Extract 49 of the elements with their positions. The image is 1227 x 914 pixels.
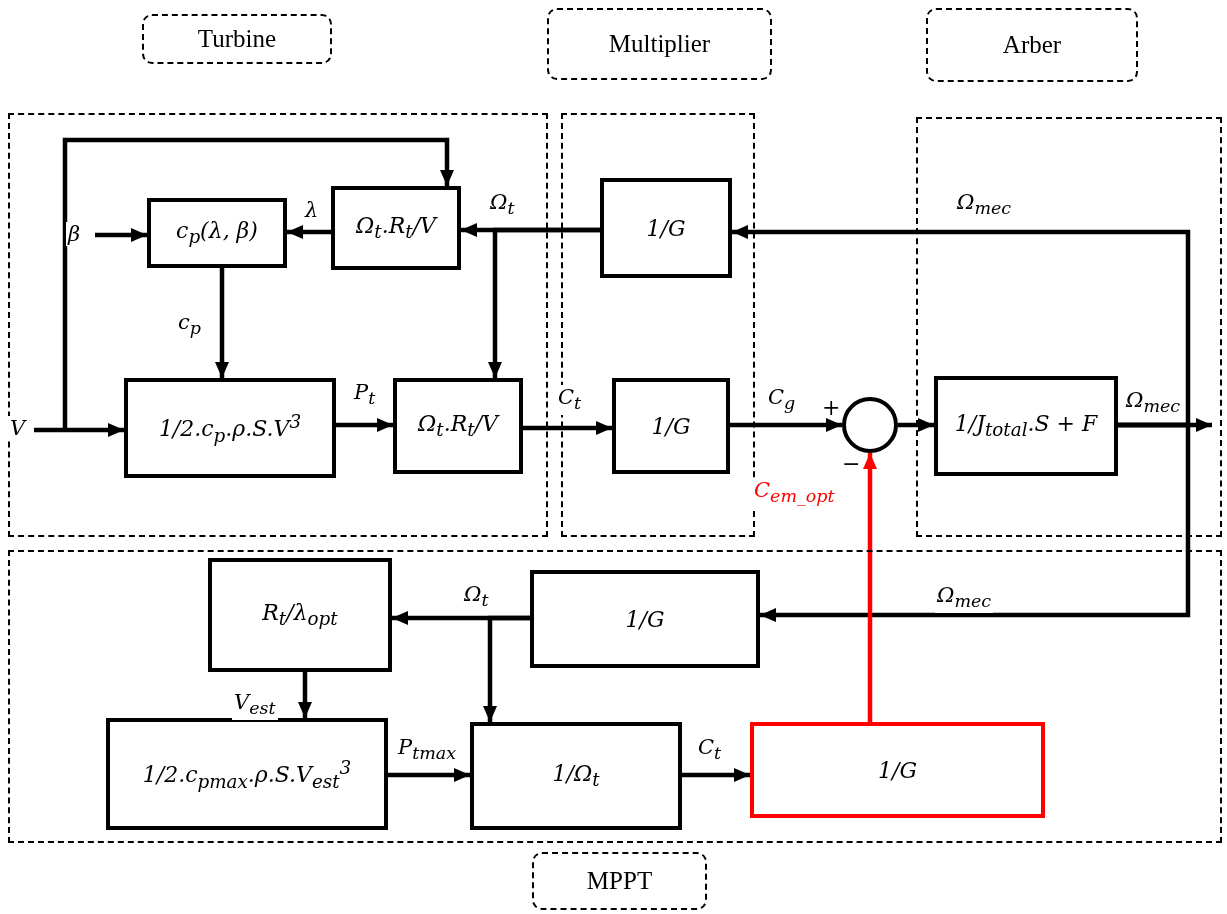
edge-label: C$_{t}$ [556, 385, 584, 416]
formula-text: R$_{t}$/λ$_{opt}$ [262, 600, 338, 630]
arrow [388, 768, 470, 782]
transfer-function-block [124, 378, 336, 478]
edge-label: V [8, 416, 28, 440]
transfer-function-block [934, 376, 1118, 476]
arrow [336, 418, 393, 432]
formula-text: 1/2.c$_{p}$.ρ.S.V$^{3}$ [158, 410, 302, 446]
sign-label: − [842, 452, 861, 476]
region-heading: Arber [926, 8, 1138, 82]
arrow [34, 423, 124, 437]
formula-text: 1/J$_{total}$.S + F [954, 411, 1098, 441]
transfer-function-block [393, 378, 523, 474]
transfer-function-block [147, 198, 287, 268]
transfer-function-block [208, 558, 392, 672]
arrow [483, 615, 530, 722]
arrow [730, 418, 842, 432]
arrow [298, 672, 312, 718]
formula-text: 1/G [878, 757, 917, 783]
arrow [682, 768, 750, 782]
region-heading: Multiplier [547, 8, 772, 80]
formula-text: 1/Ω$_{t}$ [552, 761, 600, 791]
arrow [95, 228, 147, 242]
arrow [215, 268, 229, 378]
edge-label: C$_{em_opt}$ [752, 478, 837, 509]
arrow [760, 422, 1191, 622]
formula-text: Ω$_{t}$.R$_{t}$/V [356, 213, 436, 243]
arrow [62, 137, 454, 430]
formula-text: 1/G [646, 215, 686, 241]
transfer-function-block [106, 718, 388, 830]
formula-text: 1/G [651, 413, 691, 439]
transfer-function-block [612, 378, 730, 474]
transfer-function-block [750, 722, 1045, 818]
transfer-function-block [470, 722, 682, 830]
formula-text: 1/G [625, 606, 665, 632]
arrow [287, 225, 331, 239]
arrow [488, 227, 600, 378]
arrow [523, 421, 612, 435]
formula-text: Ω$_{t}$.R$_{t}$/V [418, 411, 498, 441]
transfer-function-block [530, 570, 760, 668]
arrow [898, 418, 934, 432]
formula-text: c$_{p}$(λ, β) [176, 218, 258, 248]
transfer-function-block [600, 178, 732, 278]
sign-label: + [822, 396, 841, 420]
region-heading: Turbine [142, 14, 332, 64]
edge-label: β [66, 222, 83, 246]
arrow [863, 453, 877, 722]
region-heading: MPPT [532, 852, 707, 910]
transfer-function-block [331, 186, 461, 270]
